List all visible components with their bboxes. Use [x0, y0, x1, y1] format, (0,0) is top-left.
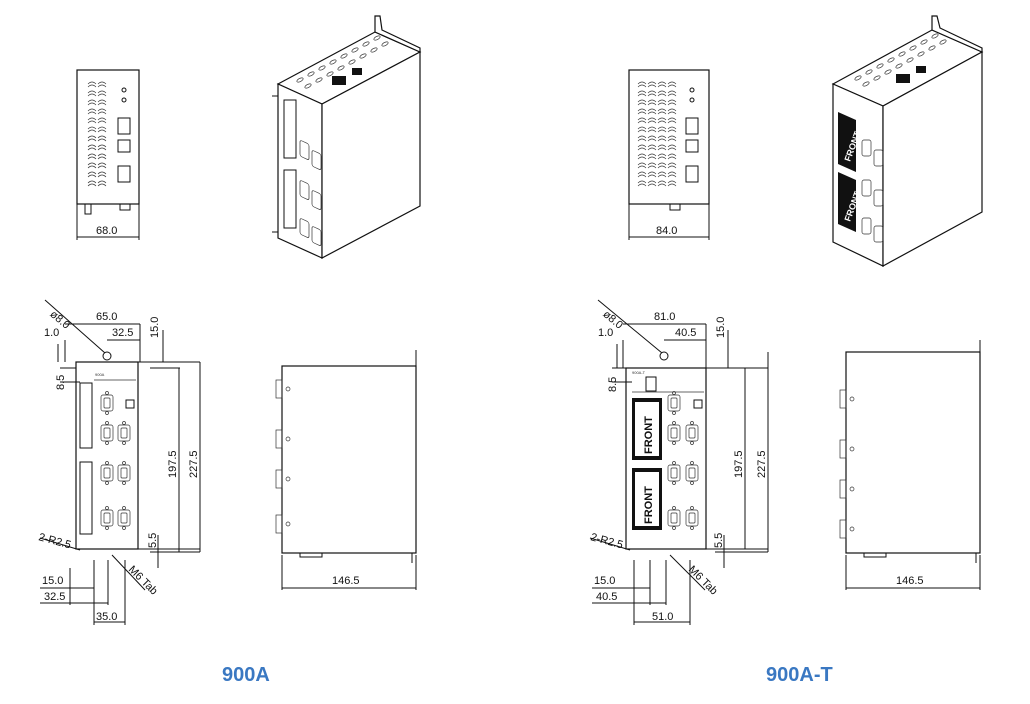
dim-bottom-off-t: 5.5	[713, 533, 725, 548]
svg-text:900A: 900A	[95, 372, 105, 377]
dim-h-total-t: 227.5	[756, 450, 768, 478]
900a-t-isometric-view: FRONT FRONT	[831, 15, 984, 268]
900a-top-view: 68.0	[76, 69, 140, 240]
dim-top-off-t: 15.0	[715, 317, 727, 338]
dim-left-off: 8.5	[55, 375, 67, 390]
dim-b1: 15.0	[42, 575, 63, 587]
model-caption-900a: 900A	[222, 664, 270, 686]
dim-edge-t: 1.0	[598, 327, 613, 339]
dim-radius-t: 2-R2.5	[589, 531, 624, 551]
dim-top-width-t: 84.0	[656, 225, 677, 237]
front-label-2: FRONT	[643, 486, 655, 524]
dim-b1-t: 15.0	[594, 575, 615, 587]
dim-w-half: 32.5	[112, 327, 133, 339]
front-label-1: FRONT	[643, 416, 655, 454]
dim-h-inner-t: 197.5	[733, 450, 745, 478]
900a-t-side-view: 146.5	[839, 340, 981, 590]
svg-text:900A-T: 900A-T	[632, 370, 646, 375]
dim-radius: 2-R2.5	[37, 531, 72, 551]
dim-depth: 146.5	[332, 575, 360, 587]
dim-top-width: 68.0	[96, 225, 117, 237]
dim-h-inner: 197.5	[167, 450, 179, 478]
dim-b3: 35.0	[96, 611, 117, 623]
900a-front-view: 900A ø8.0 65.0 32.5 1.0 15.0 8.5 197.5 2…	[37, 299, 201, 625]
dim-b3-t: 51.0	[652, 611, 673, 623]
dim-tab: M6 Tab	[126, 564, 160, 598]
model-caption-900a-t: 900A-T	[766, 664, 833, 686]
900a-side-view: 146.5	[275, 350, 417, 590]
900a-t-front-view: FRONT FRONT 900A-T ø8.0 81.0 40.5 1.0 15…	[589, 299, 769, 625]
dim-tab-t: M6 Tab	[686, 564, 720, 598]
dim-edge: 1.0	[44, 327, 59, 339]
dim-b2: 32.5	[44, 591, 65, 603]
dim-w-outer-t: 81.0	[654, 311, 675, 323]
dim-bottom-off: 5.5	[147, 533, 159, 548]
900a-t-top-view: 84.0	[628, 69, 710, 240]
dim-h-total: 227.5	[188, 450, 200, 478]
dim-w-outer: 65.0	[96, 311, 117, 323]
dim-b2-t: 40.5	[596, 591, 617, 603]
dim-left-off-t: 8.5	[607, 377, 619, 392]
dim-w-half-t: 40.5	[675, 327, 696, 339]
dim-top-off: 15.0	[149, 317, 161, 338]
dim-depth-t: 146.5	[896, 575, 924, 587]
900a-isometric-view	[272, 15, 422, 259]
